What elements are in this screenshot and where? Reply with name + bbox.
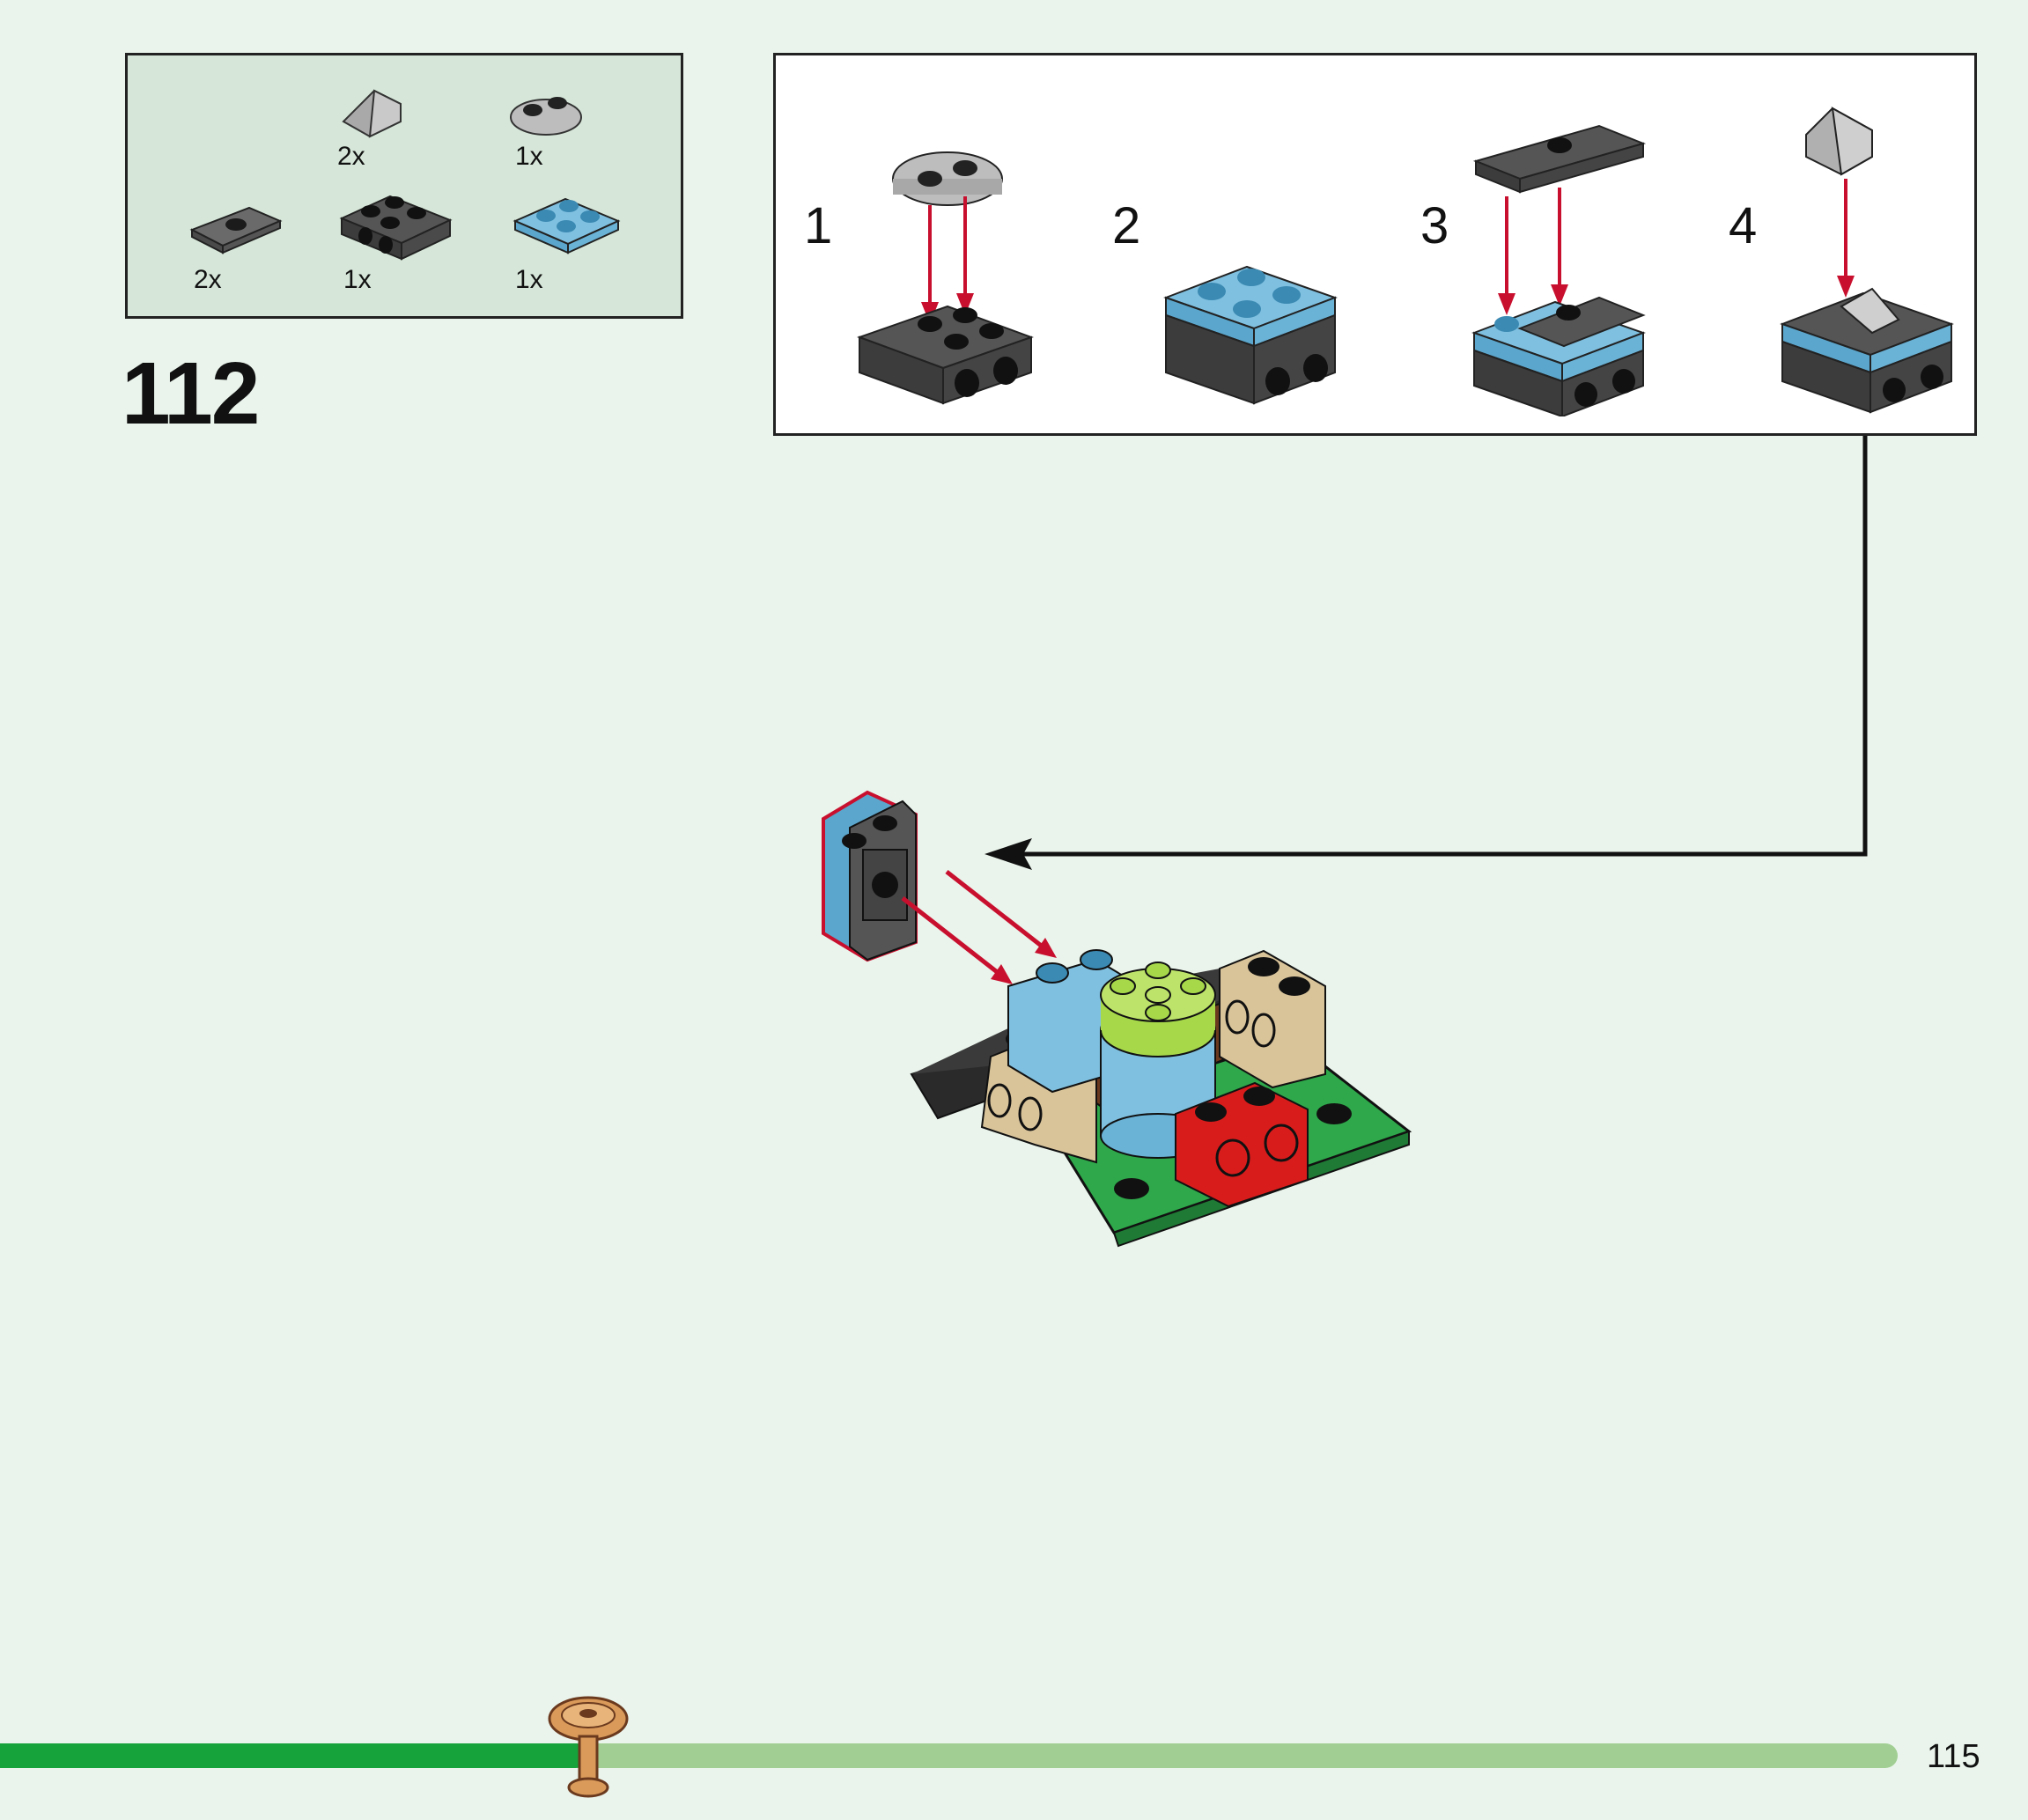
- sub-step-number: 1: [804, 197, 833, 254]
- rounded-plate-icon: [506, 82, 586, 144]
- main-model-figure: [815, 775, 1431, 1272]
- part-qty: 1x: [343, 265, 372, 294]
- sub-step-3-figure: [1467, 108, 1652, 421]
- sub-step-number: 2: [1112, 197, 1141, 254]
- page-number: 115: [1927, 1738, 1980, 1775]
- parts-list-box: 2x 1x 2x 1x: [125, 53, 683, 319]
- part-qty: 2x: [337, 142, 365, 171]
- step-number: 112: [122, 344, 260, 443]
- progress-fill: [0, 1743, 589, 1768]
- sub-step-2-figure: [1159, 249, 1344, 421]
- part-qty: 2x: [194, 265, 222, 294]
- slope-piece-icon: [339, 82, 409, 144]
- blue-plate-icon: [511, 186, 625, 256]
- sub-step-number: 4: [1729, 197, 1758, 254]
- sub-step-4-figure: [1775, 91, 1960, 421]
- progress-marker-icon: [546, 1691, 631, 1809]
- jumper-plate-icon: [188, 203, 284, 256]
- sub-assembly-box: 1 2: [773, 53, 1977, 436]
- sub-step-1-figure: [851, 144, 1044, 412]
- brick-with-pins-icon: [337, 183, 456, 262]
- progress-bar: [0, 1696, 1898, 1798]
- sub-step-number: 3: [1420, 197, 1449, 254]
- part-qty: 1x: [515, 142, 543, 171]
- part-qty: 1x: [515, 265, 543, 294]
